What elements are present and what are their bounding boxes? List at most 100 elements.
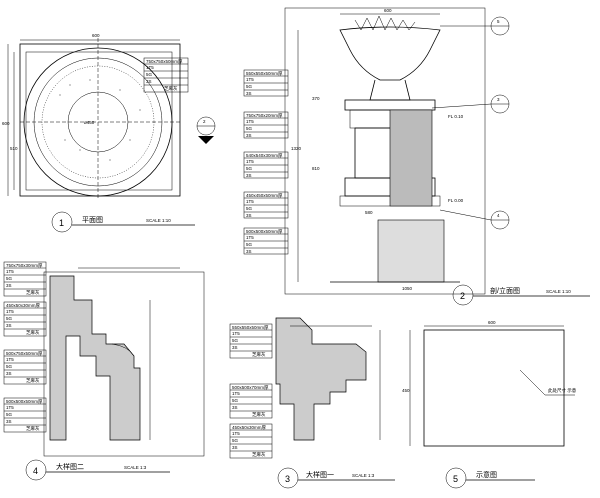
- vase-plants: [354, 15, 416, 31]
- svg-text:3S: 3S: [246, 249, 252, 254]
- capital-slab: [344, 99, 436, 111]
- detail2-table-4: 500x500x50mm厚 1T5 5G 3S 芝麻灰: [3, 397, 47, 433]
- svg-text:1T5: 1T5: [246, 77, 254, 82]
- detail1-number: 3: [285, 474, 290, 484]
- svg-text:5G: 5G: [246, 84, 253, 89]
- plan-title: 平面图: [82, 216, 103, 224]
- svg-text:500x500x50mm厚: 500x500x50mm厚: [246, 229, 283, 235]
- svg-text:芝麻灰: 芝麻灰: [26, 377, 40, 384]
- svg-text:4: 4: [497, 213, 500, 218]
- detail2-curve: [111, 343, 135, 357]
- elev-dim-b: 810: [312, 166, 320, 171]
- diagram-dim-left-text: 450: [402, 388, 410, 393]
- callout-3: 3: [431, 94, 510, 114]
- diagram-note: 此处尺寸 示意: [548, 387, 577, 394]
- detail1-table-1: 550x550x50mm厚 1T5 5G 3S 芝麻灰: [229, 323, 273, 359]
- detail1-scale: SCALE 1:3: [352, 473, 375, 478]
- vase-neck: [369, 79, 411, 101]
- detail2-title-circle: [25, 459, 47, 481]
- detail1-title: 大样图一: [306, 470, 334, 479]
- svg-text:3S: 3S: [232, 345, 238, 350]
- svg-text:芝麻灰: 芝麻灰: [26, 425, 40, 432]
- svg-text:500x500x50mm厚: 500x500x50mm厚: [6, 399, 43, 405]
- diagram-title-circle: [445, 467, 467, 489]
- elev-dim-bottom: 1050: [402, 286, 413, 291]
- svg-text:3S: 3S: [6, 419, 12, 424]
- section-hatch: [389, 109, 433, 207]
- svg-text:芝麻灰: 芝麻灰: [252, 351, 266, 358]
- plan-table-row-5: 芝麻灰: [164, 85, 178, 92]
- svg-text:5G: 5G: [232, 438, 239, 443]
- svg-text:1T5: 1T5: [6, 269, 14, 274]
- svg-text:750x750x30mm厚: 750x750x30mm厚: [6, 263, 43, 269]
- svg-text:芝麻灰: 芝麻灰: [252, 451, 266, 458]
- elev-title: 剖/立面图: [490, 286, 520, 295]
- plan-scale: SCALE 1:10: [146, 218, 171, 223]
- svg-text:5: 5: [497, 19, 500, 24]
- elev-table-1: 550x550x50mm厚 1T5 5G 3S: [243, 69, 289, 97]
- plan-table-row-4: 3S: [146, 79, 152, 84]
- svg-text:750x750x20mm厚: 750x750x20mm厚: [246, 113, 283, 119]
- detail1-profile: [275, 317, 367, 441]
- elev-table-2: 750x750x20mm厚 1T5 5G 3S: [243, 111, 289, 139]
- detail-two: 750x750x30mm厚 1T5 5G 3S 芝麻灰 450x50x30mm厚…: [3, 261, 205, 481]
- svg-text:3S: 3S: [6, 323, 12, 328]
- diagram-dim-top-text: 600: [488, 320, 496, 325]
- plan-table-row-3: 5G: [146, 72, 153, 77]
- svg-text:芝麻灰: 芝麻灰: [26, 289, 40, 296]
- elevation-frame: [284, 7, 486, 295]
- svg-text:3S: 3S: [246, 133, 252, 138]
- elev-table-5: 500x500x50mm厚 1T5 5G 3S: [243, 227, 289, 255]
- section-marker-number: 2: [203, 119, 206, 124]
- elev-scale: SCALE 1:10: [546, 289, 571, 294]
- plan-view: 600 600 510 ø450 750x750x50mm厚 1T5 5G 3S…: [2, 33, 216, 233]
- svg-text:芝麻灰: 芝麻灰: [26, 329, 40, 336]
- svg-text:3S: 3S: [232, 445, 238, 450]
- plan-section-marker: 2: [196, 116, 216, 144]
- svg-text:1T5: 1T5: [6, 357, 14, 362]
- svg-text:3S: 3S: [246, 173, 252, 178]
- svg-text:1T5: 1T5: [6, 405, 14, 410]
- elevation-view: 600 1320 370 810 580 1050 FL 0.10 FL 0.0…: [243, 7, 590, 306]
- foundation: [377, 219, 445, 283]
- svg-text:3: 3: [497, 97, 500, 102]
- svg-text:5G: 5G: [6, 316, 13, 321]
- elev-dim-top-text: 600: [384, 8, 392, 13]
- svg-text:5G: 5G: [232, 398, 239, 403]
- detail1-table-3: 450x50x30mm厚 1T5 5G 3S 芝麻灰: [229, 423, 273, 459]
- svg-text:550x550x50mm厚: 550x550x50mm厚: [246, 71, 283, 77]
- diagram-view: 600 450 此处尺寸 示意 5 示意图: [402, 320, 577, 489]
- elev-dim-height-text: 1320: [291, 146, 302, 151]
- plan-table-row-1: 750x750x50mm厚: [146, 59, 183, 65]
- svg-text:540x540x30mm厚: 540x540x30mm厚: [246, 153, 283, 159]
- detail2-number: 4: [33, 466, 38, 476]
- svg-text:500x500x70mm厚: 500x500x70mm厚: [232, 385, 269, 391]
- elev-number: 2: [460, 291, 465, 301]
- svg-text:1T5: 1T5: [232, 331, 240, 336]
- plan-outer-square: [19, 43, 181, 197]
- svg-text:3S: 3S: [6, 283, 12, 288]
- elev-dim-a: 370: [312, 96, 320, 101]
- plan-dim-top-text: 600: [92, 33, 100, 38]
- detail1-title-circle: [277, 467, 299, 489]
- diagram-title: 示意图: [476, 470, 497, 479]
- svg-text:500x750x50mm厚: 500x750x50mm厚: [6, 351, 43, 357]
- svg-text:5G: 5G: [246, 166, 253, 171]
- elev-title-circle: [452, 284, 474, 306]
- detail1-table-2: 500x500x70mm厚 1T5 5G 3S 芝麻灰: [229, 383, 273, 419]
- detail2-table-2: 450x50x30mm厚 1T5 5G 3S 芝麻灰: [3, 301, 47, 337]
- svg-text:1T5: 1T5: [246, 119, 254, 124]
- svg-text:1T5: 1T5: [246, 159, 254, 164]
- diagram-box: [423, 329, 565, 447]
- plan-dim-left-text: 600: [2, 121, 10, 126]
- svg-text:450x50x30mm厚: 450x50x30mm厚: [232, 425, 267, 431]
- svg-text:5G: 5G: [6, 412, 13, 417]
- plan-title-circle: [51, 211, 73, 233]
- detail2-table-3: 500x750x50mm厚 1T5 5G 3S 芝麻灰: [3, 349, 47, 385]
- plan-number: 1: [59, 218, 64, 228]
- elev-dim-base: 580: [365, 210, 373, 215]
- detail-one: 550x550x50mm厚 1T5 5G 3S 芝麻灰 500x500x70mm…: [229, 317, 395, 489]
- svg-text:550x550x50mm厚: 550x550x50mm厚: [232, 325, 269, 331]
- plan-dim-inner-text: 510: [10, 146, 18, 151]
